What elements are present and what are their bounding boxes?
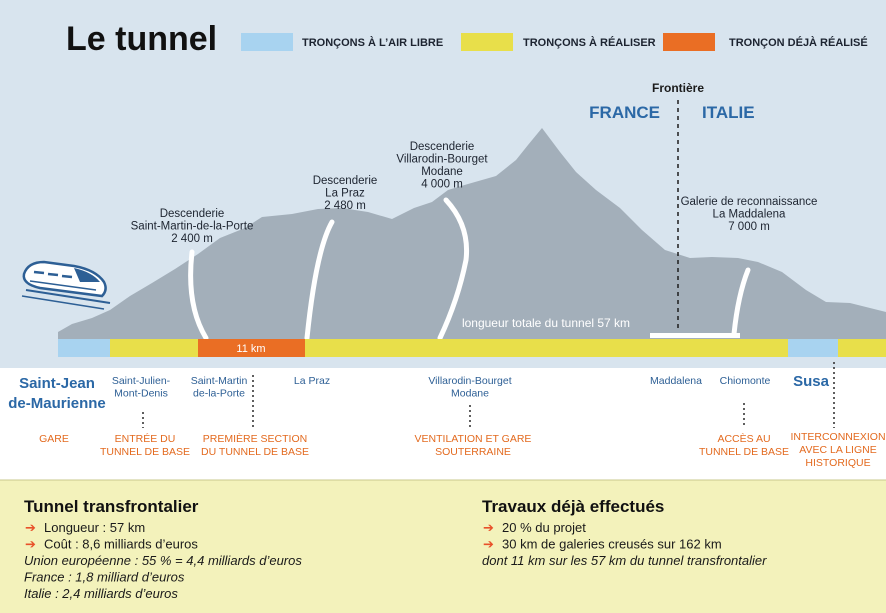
info-note: Italie : 2,4 milliards d’euros: [24, 586, 178, 601]
info-title: Travaux déjà effectués: [482, 497, 664, 516]
shaft-label-line: Galerie de reconnaissance: [681, 196, 818, 208]
feature-label-line: TUNNEL DE BASE: [699, 446, 789, 458]
legend-label: TRONÇONS À RÉALISER: [523, 36, 656, 49]
shaft-label-line: Saint-Martin-de-la-Porte: [131, 221, 254, 233]
lower-background: [0, 368, 886, 480]
info-note: dont 11 km sur les 57 km du tunnel trans…: [482, 553, 767, 568]
arrow-icon: ➔: [25, 538, 36, 553]
station-label-line: Mont-Denis: [114, 388, 168, 400]
station-labels: Saint-Julien-Mont-Denis Saint-Martinde-la…: [112, 375, 771, 400]
info-left: Tunnel transfrontalier ➔ Longueur : 57 km ➔…: [24, 497, 302, 601]
country-italie: ITALIE: [702, 103, 755, 122]
info-bullet: Longueur : 57 km: [44, 520, 145, 535]
feature-label-line: HISTORIQUE: [805, 457, 870, 469]
legend: TRONÇONS À L’AIR LIBRE TRONÇONS À RÉALISE…: [241, 33, 868, 51]
arrow-icon: ➔: [25, 521, 36, 536]
info-bullet: 20 % du projet: [502, 520, 586, 535]
shaft-maddalena: [731, 267, 751, 337]
arrow-icon: ➔: [483, 521, 494, 536]
feature-label-line: DU TUNNEL DE BASE: [201, 446, 309, 458]
terminus-susa: Susa: [793, 373, 830, 390]
tunnel-open-air-right: [788, 339, 838, 357]
shaft-label-line: Descenderie: [410, 141, 475, 153]
legend-swatch: [241, 33, 293, 51]
feature-label-line: AVEC LA LIGNE: [799, 444, 876, 456]
station-label-line: La Praz: [294, 375, 330, 387]
shaft-villarodin: [437, 197, 470, 341]
legend-swatch: [663, 33, 715, 51]
terminus-left-line: de-Maurienne: [8, 395, 106, 412]
shaft-label-line: Modane: [421, 166, 463, 178]
info-right: Travaux déjà effectués ➔ 20 % du projet ➔ 30…: [482, 497, 767, 568]
page-title: Le tunnel: [66, 20, 217, 58]
feature-label-line: VENTILATION ET GARE: [415, 433, 532, 445]
shaft-label-line: Descenderie: [160, 208, 225, 220]
station-label-line: Modane: [451, 388, 489, 400]
border-label: Frontière: [652, 81, 704, 95]
station-label-line: Chiomonte: [720, 375, 771, 387]
total-length-label: longueur totale du tunnel 57 km: [462, 316, 630, 330]
shaft-la-praz: [304, 219, 335, 341]
info-bullet: Coût : 8,6 milliards d’euros: [44, 537, 198, 552]
info-note: Union européenne : 55 % = 4,4 milliards …: [24, 553, 302, 568]
tunnel-to-build-right: [838, 339, 886, 357]
mountain-silhouette: [58, 128, 886, 340]
shaft-label-line: Descenderie: [313, 175, 378, 187]
done-section-label: 11 km: [236, 343, 265, 355]
feature-label-line: ENTRÉE DU: [115, 432, 176, 445]
feature-label-line: TUNNEL DE BASE: [100, 446, 190, 458]
shaft-label-line: 7 000 m: [728, 221, 770, 233]
country-france: FRANCE: [589, 103, 660, 122]
legend-swatch: [461, 33, 513, 51]
feature-label-line: PREMIÈRE SECTION: [203, 432, 307, 445]
maddalena-gallery: [650, 333, 740, 338]
shaft-label-line: 2 400 m: [171, 233, 213, 245]
station-label-line: Villarodin-Bourget: [428, 375, 511, 387]
station-label-line: Saint-Julien-: [112, 375, 171, 387]
station-label-line: de-la-Porte: [193, 388, 245, 400]
station-label-line: Saint-Martin: [191, 375, 248, 387]
info-note: France : 1,8 milliard d’euros: [24, 570, 185, 585]
info-box: [0, 480, 886, 613]
shaft-label-line: 4 000 m: [421, 179, 463, 191]
train-icon: [21, 260, 111, 310]
info-bullet: 30 km de galeries creusés sur 162 km: [502, 537, 722, 552]
terminus-left-line: Saint-Jean: [19, 375, 95, 392]
feature-label-line: INTERCONNEXION: [790, 431, 885, 443]
feature-label-line: SOUTERRAINE: [435, 446, 511, 458]
legend-label: TRONÇON DÉJÀ RÉALISÉ: [729, 36, 868, 49]
shaft-label-line: Villarodin-Bourget: [396, 154, 488, 166]
tunnel-done-section: [198, 339, 305, 357]
tunnel-open-air-left: [58, 339, 110, 357]
shaft-saint-martin: [188, 249, 209, 341]
station-label-line: Maddalena: [650, 375, 702, 387]
terminus-saint-jean: Saint-Jean de-Maurienne: [8, 375, 106, 412]
arrow-icon: ➔: [483, 538, 494, 553]
shaft-label-line: La Praz: [325, 188, 365, 200]
feature-label-line: ACCÈS AU: [717, 432, 770, 445]
feature-leaders: [142, 362, 835, 428]
info-title: Tunnel transfrontalier: [24, 497, 199, 516]
shaft-label-line: 2 480 m: [324, 200, 366, 212]
feature-label-line: GARE: [39, 433, 69, 445]
shaft-label-line: La Maddalena: [713, 209, 786, 221]
legend-label: TRONÇONS À L’AIR LIBRE: [302, 36, 443, 49]
